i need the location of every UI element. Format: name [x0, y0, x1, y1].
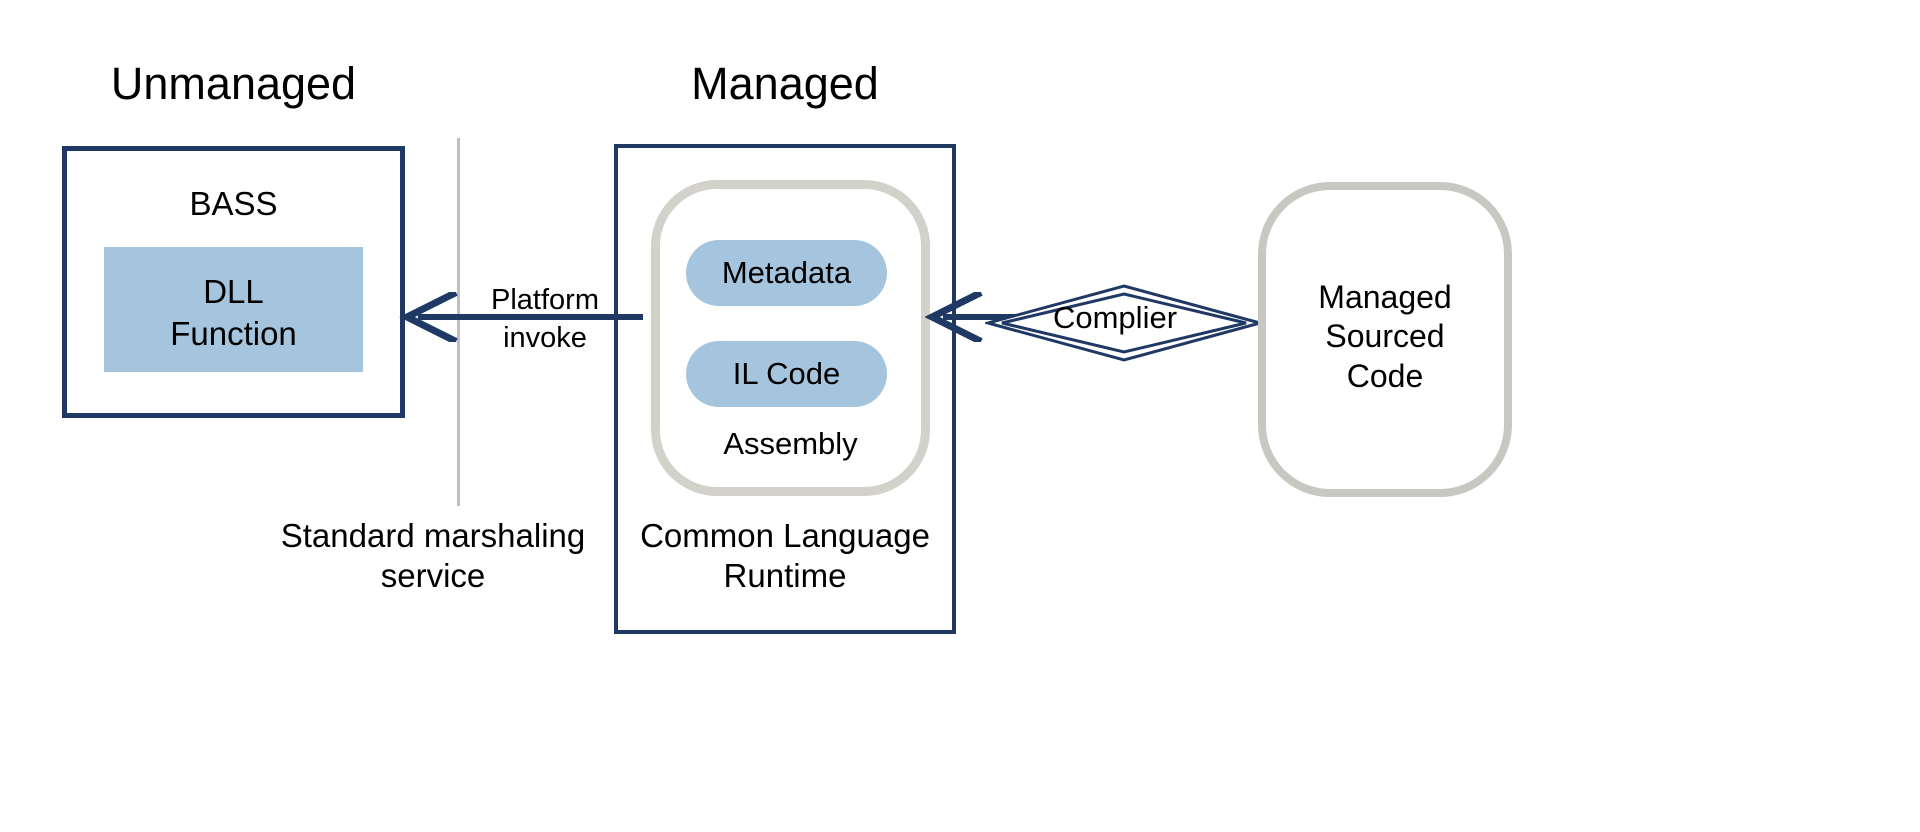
managed-source-code-oval — [1258, 182, 1512, 497]
standard-marshaling-line1: Standard marshaling — [280, 517, 586, 554]
common-language-runtime-label: Common Language Runtime — [614, 516, 956, 595]
platform-invoke-line2: invoke — [503, 321, 587, 354]
heading-unmanaged: Unmanaged — [110, 58, 357, 109]
assembly-container — [651, 180, 930, 496]
dll-function-block — [104, 247, 363, 372]
common-language-runtime-box — [614, 144, 956, 634]
clr-line1: Common Language — [640, 517, 930, 554]
pill-il-code: IL Code — [686, 341, 887, 407]
dll-function-line1: DLL — [203, 273, 264, 310]
managed-source-code-label: Managed Sourced Code — [1258, 278, 1512, 396]
standard-marshaling-caption: Standard marshaling service — [268, 516, 598, 595]
platform-invoke-line1: Platform — [491, 284, 599, 316]
compiler-diamond — [982, 283, 1266, 368]
diamond-shape-icon — [982, 284, 1266, 362]
platform-invoke-label: Platform invoke — [470, 282, 620, 357]
pill-metadata: Metadata — [686, 240, 887, 306]
source-line3: Code — [1346, 357, 1424, 394]
compiler-label: Complier — [1052, 300, 1178, 335]
dll-function-line2: Function — [170, 315, 297, 353]
clr-line2: Runtime — [723, 556, 847, 594]
boundary-divider-line — [457, 138, 460, 506]
left-arrow-icon — [399, 289, 643, 345]
bass-label: BASS — [189, 185, 278, 222]
standard-marshaling-line2: service — [380, 556, 486, 594]
assembly-label: Assembly — [723, 426, 858, 461]
platform-invoke-arrow — [398, 289, 648, 347]
source-line2: Sourced — [1325, 318, 1445, 355]
source-line1: Managed — [1318, 279, 1452, 315]
heading-managed: Managed — [691, 58, 879, 109]
dll-function-label: DLL Function — [104, 271, 363, 355]
